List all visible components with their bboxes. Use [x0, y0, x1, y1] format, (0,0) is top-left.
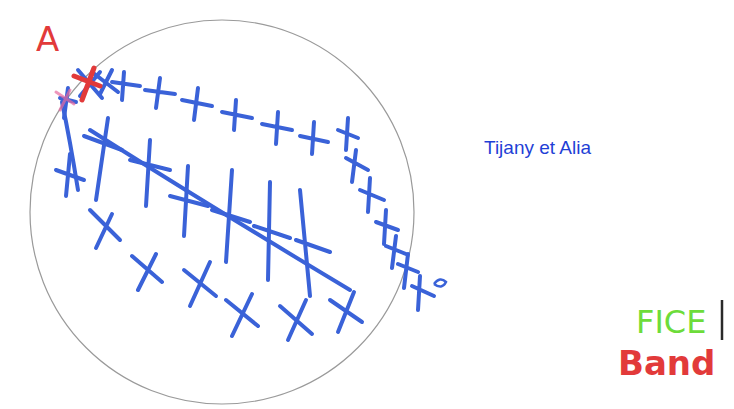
- pink-mark: [56, 90, 74, 110]
- small-squiggle: [434, 279, 446, 286]
- author-names: Tijany et Alia: [484, 138, 591, 157]
- pen-stroke: [721, 300, 724, 340]
- blue-crosses: [56, 70, 434, 340]
- point-letter: A: [36, 22, 59, 56]
- sheet-label: FICE: [636, 306, 706, 338]
- red-cross: [74, 68, 100, 100]
- circle-outline: [30, 20, 414, 404]
- band-label: Band: [618, 346, 715, 380]
